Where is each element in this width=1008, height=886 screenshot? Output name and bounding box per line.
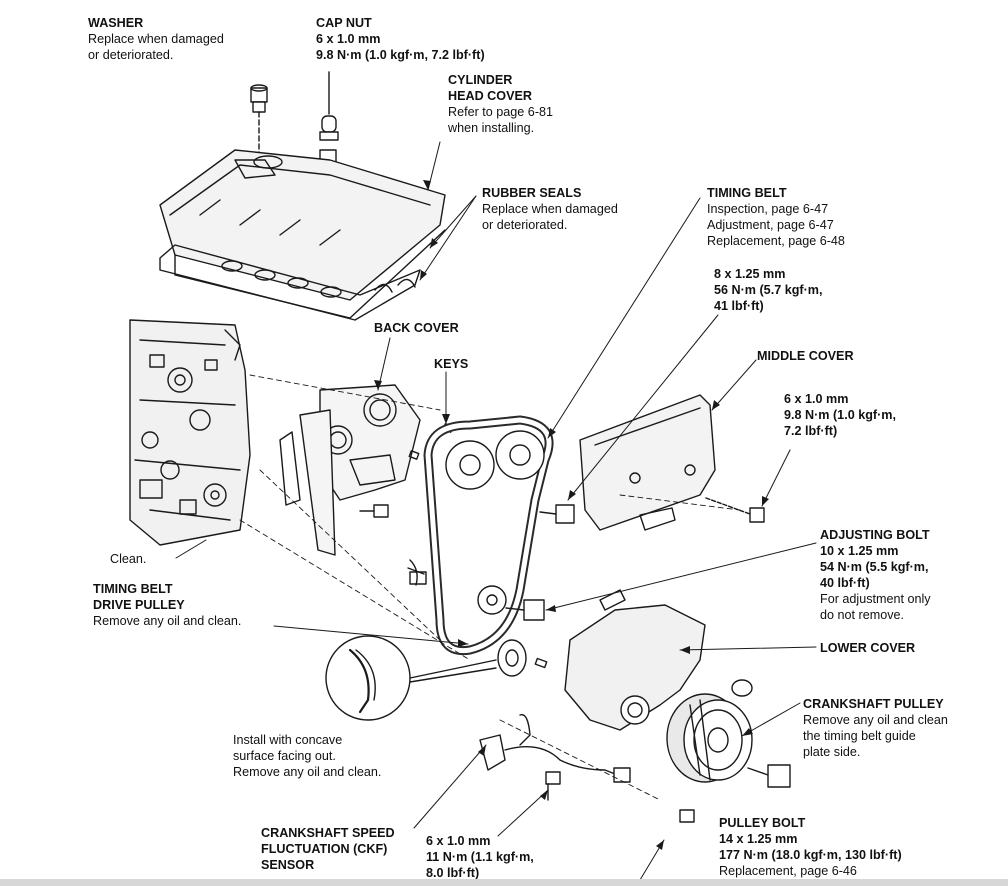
- label-timing-belt-drive-pulley: TIMING BELT DRIVE PULLEY Remove any oil …: [93, 581, 241, 629]
- keys-title: KEYS: [434, 357, 469, 371]
- label-cap-nut: CAP NUT 6 x 1.0 mm 9.8 N·m (1.0 kgf·m, 7…: [316, 15, 485, 63]
- label-middle-cover: MIDDLE COVER: [757, 348, 854, 364]
- bolt-8x125-spec-1: 8 x 1.25 mm: [714, 267, 786, 281]
- label-back-cover: BACK COVER: [374, 320, 459, 336]
- bolt-6x10-right-spec-1: 6 x 1.0 mm: [784, 392, 849, 406]
- cap-nut-title: CAP NUT: [316, 16, 372, 30]
- timing-belt-note-1: Inspection, page 6-47: [707, 202, 829, 216]
- back-cover-title: BACK COVER: [374, 321, 459, 335]
- bolt-6x10-bottom-spec-3: 8.0 lbf·ft): [426, 866, 480, 880]
- ckf-sensor-title-3: SENSOR: [261, 858, 315, 872]
- label-keys: KEYS: [434, 356, 468, 372]
- lower-cover-part: [564, 589, 753, 731]
- cylinder-head-cover-note-1: Refer to page 6-81: [448, 105, 554, 119]
- cylinder-head-cover-title-1: CYLINDER: [448, 73, 513, 87]
- label-rubber-seals: RUBBER SEALS Replace when damaged or det…: [482, 185, 618, 233]
- label-cylinder-head-cover: CYLINDER HEAD COVER Refer to page 6-81 w…: [448, 72, 553, 136]
- detail-magnifier: [325, 635, 497, 721]
- middle-cover-title: MIDDLE COVER: [757, 349, 854, 363]
- label-ckf-sensor: CRANKSHAFT SPEED FLUCTUATION (CKF) SENSO…: [261, 825, 395, 873]
- leader-lines: [175, 141, 817, 881]
- bolt-8x125-spec-3: 41 lbf·ft): [714, 299, 764, 313]
- adjusting-bolt-spec-2: 54 N·m (5.5 kgf·m,: [820, 560, 929, 574]
- timing-belt-title: TIMING BELT: [707, 186, 787, 200]
- bolt-8x125-spec-2: 56 N·m (5.7 kgf·m,: [714, 283, 823, 297]
- label-bolt-6x10-bottom: 6 x 1.0 mm 11 N·m (1.1 kgf·m, 8.0 lbf·ft…: [426, 833, 534, 881]
- washer-part: [250, 84, 268, 159]
- label-bolt-6x10-right: 6 x 1.0 mm 9.8 N·m (1.0 kgf·m, 7.2 lbf·f…: [784, 391, 896, 439]
- rubber-seals-title: RUBBER SEALS: [482, 186, 582, 200]
- cylinder-head-cover-note-2: when installing.: [448, 121, 535, 135]
- drive-pulley-note-1: Remove any oil and clean.: [93, 614, 242, 628]
- adjusting-bolt-note-2: do not remove.: [820, 608, 905, 622]
- crankshaft-pulley-note-2: the timing belt guide: [803, 729, 916, 743]
- middle-cover-part: [579, 394, 765, 531]
- cap-nut-spec-2: 9.8 N·m (1.0 kgf·m, 7.2 lbf·ft): [316, 48, 485, 62]
- pulley-bolt-note-1: Replacement, page 6-46: [719, 864, 857, 878]
- drive-pulley-title-1: TIMING BELT: [93, 582, 173, 596]
- back-cover-part: [279, 384, 421, 556]
- bolt-6x10-right-spec-3: 7.2 lbf·ft): [784, 424, 838, 438]
- adjusting-bolt-title: ADJUSTING BOLT: [820, 528, 930, 542]
- label-bolt-8x125: 8 x 1.25 mm 56 N·m (5.7 kgf·m, 41 lbf·ft…: [714, 266, 822, 314]
- bolts-part: [407, 504, 575, 621]
- ckf-sensor-title-1: CRANKSHAFT SPEED: [261, 826, 395, 840]
- label-adjusting-bolt: ADJUSTING BOLT 10 x 1.25 mm 54 N·m (5.5 …: [820, 527, 931, 623]
- ckf-sensor-title-2: FLUCTUATION (CKF): [261, 842, 388, 856]
- engine-block-part: [129, 319, 251, 546]
- washer-note-1: Replace when damaged: [88, 32, 224, 46]
- bolt-6x10-right-spec-2: 9.8 N·m (1.0 kgf·m,: [784, 408, 896, 422]
- label-install-note: Install with concave surface facing out.…: [233, 732, 381, 780]
- pulley-bolt-part: [747, 764, 791, 788]
- label-timing-belt: TIMING BELT Inspection, page 6-47 Adjust…: [707, 185, 845, 249]
- pulley-bolt-title: PULLEY BOLT: [719, 816, 806, 830]
- adjusting-bolt-spec-1: 10 x 1.25 mm: [820, 544, 899, 558]
- crankshaft-pulley-title: CRANKSHAFT PULLEY: [803, 697, 944, 711]
- label-pulley-bolt: PULLEY BOLT 14 x 1.25 mm 177 N·m (18.0 k…: [719, 815, 902, 879]
- clean-text: Clean.: [110, 552, 147, 566]
- arrowheads: [374, 180, 769, 850]
- drive-pulley-title-2: DRIVE PULLEY: [93, 598, 185, 612]
- crankshaft-pulley-note-3: plate side.: [803, 745, 861, 759]
- cap-nut-spec-1: 6 x 1.0 mm: [316, 32, 381, 46]
- ckf-sensor-part: [479, 713, 695, 823]
- crankshaft-pulley-part: [666, 693, 753, 783]
- drive-pulley-part: [497, 639, 527, 677]
- rubber-seals-part: [159, 244, 421, 321]
- install-note-2: surface facing out.: [233, 749, 336, 763]
- washer-title: WASHER: [88, 16, 144, 30]
- cylinder-head-cover-title-2: HEAD COVER: [448, 89, 532, 103]
- bolt-6x10-bottom-spec-1: 6 x 1.0 mm: [426, 834, 491, 848]
- crankshaft-pulley-note-1: Remove any oil and clean: [803, 713, 948, 727]
- lower-cover-title: LOWER COVER: [820, 641, 916, 655]
- washer-note-2: or deteriorated.: [88, 48, 174, 62]
- rubber-seals-note-1: Replace when damaged: [482, 202, 618, 216]
- label-crankshaft-pulley: CRANKSHAFT PULLEY Remove any oil and cle…: [803, 696, 948, 760]
- timing-belt-part: [423, 415, 554, 656]
- install-note-3: Remove any oil and clean.: [233, 765, 382, 779]
- rubber-seals-note-2: or deteriorated.: [482, 218, 568, 232]
- cylinder-head-cover-part: [159, 149, 446, 319]
- adjusting-bolt-note-1: For adjustment only: [820, 592, 931, 606]
- pulley-bolt-spec-2: 177 N·m (18.0 kgf·m, 130 lbf·ft): [719, 848, 902, 862]
- timing-belt-note-3: Replacement, page 6-48: [707, 234, 845, 248]
- bolt-6x10-bottom-spec-2: 11 N·m (1.1 kgf·m,: [426, 850, 534, 864]
- adjusting-bolt-spec-3: 40 lbf·ft): [820, 576, 870, 590]
- label-clean: Clean.: [110, 551, 146, 567]
- install-note-1: Install with concave: [233, 733, 343, 747]
- label-lower-cover: LOWER COVER: [820, 640, 915, 656]
- label-washer: WASHER Replace when damaged or deteriora…: [88, 15, 224, 63]
- page-bottom-edge: [0, 879, 1008, 886]
- alignment-lines: [239, 374, 741, 801]
- timing-belt-note-2: Adjustment, page 6-47: [707, 218, 834, 232]
- pulley-bolt-spec-1: 14 x 1.25 mm: [719, 832, 798, 846]
